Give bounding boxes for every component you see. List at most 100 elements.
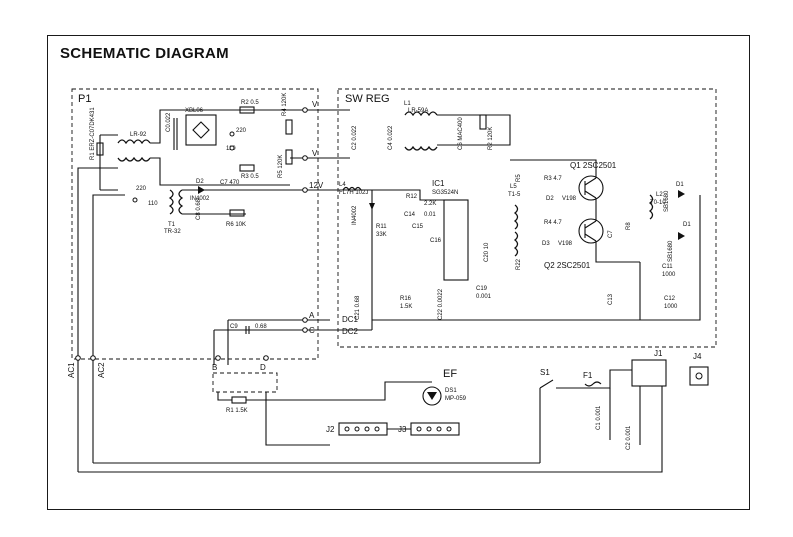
c13-label: C13	[608, 293, 614, 305]
tap-110b: 110	[148, 201, 158, 207]
r1b-resistor	[231, 396, 247, 404]
c14-label: C14	[404, 212, 416, 218]
line-filter-wires	[100, 109, 290, 191]
q2-label: Q2 2SC2501	[544, 261, 591, 270]
tap-220a: 220	[236, 128, 247, 134]
t1-label: T1	[168, 222, 176, 228]
swreg-block-outline	[337, 88, 717, 348]
ds1-led	[422, 386, 442, 406]
lr92-label: LR-92	[130, 132, 147, 138]
j2-label: J2	[326, 425, 335, 434]
c21-label: C21 0.68	[355, 295, 361, 320]
c20-label: C20 10	[484, 242, 490, 262]
jumper-wires	[217, 381, 432, 446]
tap-switch-220	[229, 131, 235, 137]
q1-transistor	[578, 175, 604, 201]
d2-part-label: IN4002	[190, 196, 210, 202]
j3-pin-1	[416, 426, 422, 432]
l1-coil-a	[404, 111, 438, 117]
tap-switch-110	[229, 145, 235, 151]
l1-label: L1	[404, 101, 411, 107]
d4-label: IN4002	[352, 205, 358, 225]
r5-resistor	[285, 149, 293, 165]
output-return-wires	[372, 195, 701, 321]
page-title: SCHEMATIC DIAGRAM	[60, 45, 229, 62]
v2-label: V	[312, 149, 318, 158]
c6-label: C6 MAC400	[458, 117, 464, 150]
jumper-block-outline	[212, 372, 278, 393]
ds1-led-symbol	[427, 392, 437, 400]
c4-label: C4 0.022	[388, 125, 394, 150]
j4-terminal	[695, 372, 703, 380]
t1-tap-switch	[132, 197, 138, 203]
d-node	[263, 355, 269, 361]
l5-coils	[513, 204, 519, 257]
xbl06-bridge	[185, 114, 217, 146]
c22-label: C22 0.0022	[438, 288, 444, 320]
c12-label: C12	[664, 296, 676, 302]
d2b-label: D2	[546, 196, 554, 202]
j2-pin-2	[354, 426, 360, 432]
d1-diode	[678, 190, 685, 198]
r1b-label: R1 1.5K	[226, 408, 248, 414]
l2-label: L2	[656, 192, 663, 198]
d1b-diode	[678, 232, 685, 240]
v-lines	[290, 109, 350, 159]
l2-part-label: T0-10	[650, 200, 666, 206]
swreg-label: SW REG	[345, 93, 390, 105]
c9-label: C9	[230, 324, 238, 330]
lr92-coil-top	[117, 139, 151, 145]
ac2-label: AC2	[97, 362, 106, 378]
s1-switch	[539, 379, 575, 463]
d-label: D	[260, 363, 266, 372]
r2-label: R2 0.5	[241, 100, 259, 106]
t1-part-label: TR-32	[164, 229, 181, 235]
c14-value: 0.01	[424, 212, 436, 218]
r22-label: R22	[516, 258, 522, 270]
d1-part-label: SB1680	[664, 190, 670, 212]
c1-label: C1 0.001	[596, 405, 602, 430]
q2-symbol	[584, 220, 597, 242]
v1-label: V	[312, 100, 318, 109]
dc2-label: DC2	[342, 327, 359, 336]
l4-part-label: FL7H 102J	[339, 190, 368, 196]
j2-pin-1	[344, 426, 350, 432]
j2-pin-4	[374, 426, 380, 432]
d1-label: D1	[676, 182, 684, 188]
r6-resistor	[229, 209, 245, 217]
ac1-label: AC1	[67, 362, 76, 378]
lr92-coil-bottom	[117, 156, 151, 162]
t1-primary	[168, 189, 174, 215]
l2-coil	[648, 194, 654, 220]
c15-label: C15	[412, 224, 424, 230]
ac1-line	[77, 167, 118, 472]
q1-symbol	[584, 177, 597, 199]
d2-label: D2	[196, 179, 204, 185]
c-input-label: C0.022	[166, 112, 172, 132]
r11-label: R11	[376, 224, 387, 230]
c11-label: C11	[662, 264, 673, 270]
r3b-label: R3 4.7	[544, 176, 562, 182]
r2b-label: R2 120K	[488, 127, 494, 150]
dc-bus-wires	[213, 319, 372, 365]
r5-label: R5 120K	[278, 155, 284, 178]
c-label: C	[309, 326, 315, 335]
f1-label: F1	[583, 371, 593, 380]
r4b-label: R4 4.7	[544, 220, 562, 226]
l5-label: L5	[510, 184, 517, 190]
d1b-part-label: SB1680	[668, 240, 674, 262]
ic1-label: IC1	[432, 179, 445, 188]
q2-transistor	[578, 218, 604, 244]
j4-jack	[689, 366, 709, 386]
d1b-label: D1	[683, 222, 691, 228]
q-collector-wires	[510, 159, 640, 263]
c7b-label: C7	[608, 230, 614, 238]
r1-label: R1 ERZ-C07DK431	[90, 107, 96, 160]
ac2-line	[92, 194, 125, 463]
l1-coil-b	[404, 145, 438, 151]
diagram-frame	[47, 35, 750, 510]
l5-part-label: T1-5	[508, 192, 521, 198]
r12-label: R12	[406, 194, 418, 200]
ef-label: EF	[443, 368, 457, 380]
p1-block-outline	[71, 88, 319, 360]
